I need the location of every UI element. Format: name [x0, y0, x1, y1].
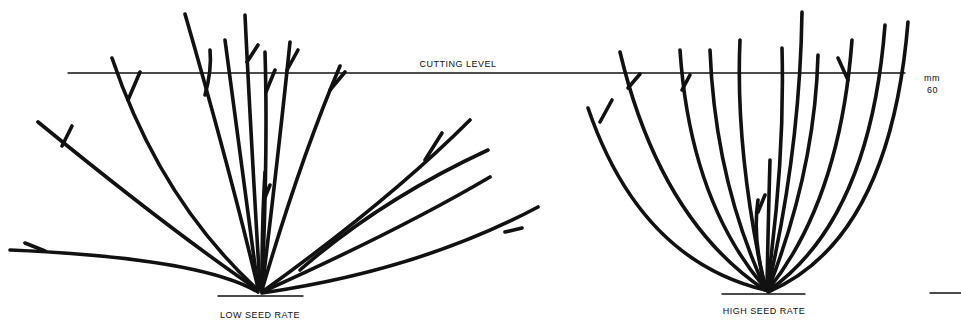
ground-line	[218, 295, 303, 296]
plant-stem	[425, 133, 442, 160]
plant-stem	[25, 243, 45, 251]
plant-stem	[262, 172, 265, 280]
plant-stem	[262, 207, 538, 293]
label-text: CUTTING LEVEL	[419, 59, 496, 69]
plant-stem	[128, 72, 140, 100]
low-seed-plant	[10, 14, 538, 293]
plant-stem	[247, 45, 258, 62]
ground-line	[722, 293, 805, 294]
plant-stem	[62, 126, 72, 146]
plant-stem	[262, 42, 290, 290]
plant-stem	[10, 250, 258, 292]
plant-stem	[628, 74, 640, 88]
label-text: 60	[927, 85, 938, 95]
plant-stem	[262, 66, 340, 290]
plant-stem	[739, 40, 765, 288]
plant-stem	[205, 50, 210, 95]
scale-tick	[930, 292, 961, 293]
plant-stem	[768, 22, 908, 292]
plant-stem	[266, 70, 275, 92]
plant-stem	[112, 58, 258, 290]
label-text: HIGH SEED RATE	[723, 306, 805, 316]
plant-stem	[245, 15, 260, 288]
label-text: LOW SEED RATE	[220, 310, 300, 320]
plant-stem	[262, 177, 490, 292]
plant-stem	[600, 100, 612, 122]
plant-stem	[287, 50, 298, 70]
plant-stem	[680, 50, 765, 288]
high-seed-plant	[588, 12, 908, 292]
label-text: mm	[924, 73, 940, 83]
plant-stem	[682, 75, 690, 90]
cutting-level-line	[68, 72, 905, 73]
plant-stem	[300, 150, 488, 270]
plant-stem	[330, 72, 345, 90]
plant-stem	[710, 50, 765, 288]
plant-stem	[758, 195, 765, 212]
plant-stem	[264, 185, 270, 200]
plant-stem	[505, 228, 522, 232]
plant-stem	[620, 52, 765, 290]
plant-stem	[838, 58, 848, 80]
